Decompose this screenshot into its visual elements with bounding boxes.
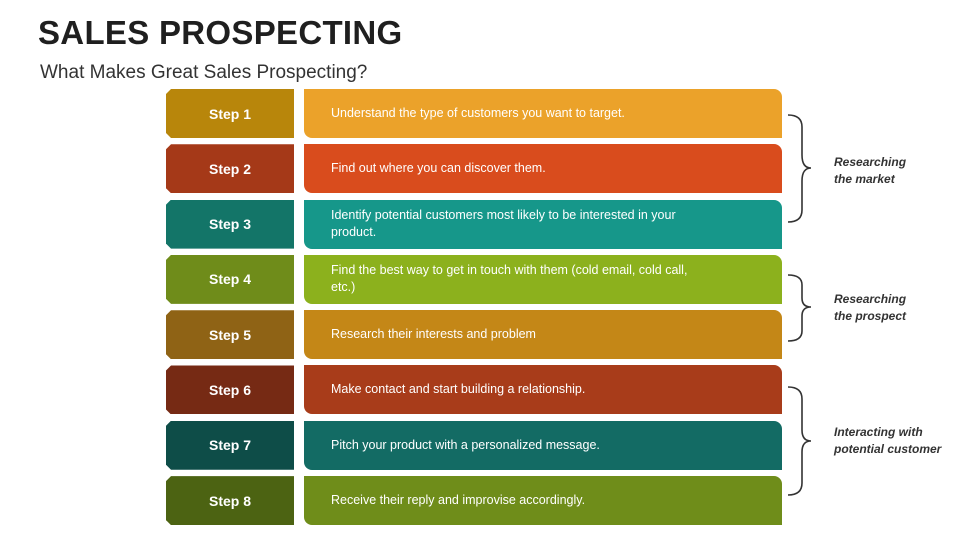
step-tab-5: Step 5 bbox=[166, 310, 294, 359]
group-label-interacting-customer: Interacting with potential customer bbox=[834, 425, 942, 456]
page-subtitle: What Makes Great Sales Prospecting? bbox=[40, 62, 368, 83]
step-description-6: Make contact and start building a relati… bbox=[304, 365, 782, 415]
step-row-8: Step 8 Receive their reply and improvise… bbox=[166, 476, 786, 526]
step-description-2: Find out where you can discover them. bbox=[304, 144, 782, 194]
step-row-5: Step 5 Research their interests and prob… bbox=[166, 310, 786, 360]
step-text-2: Find out where you can discover them. bbox=[331, 161, 546, 176]
step-description-3: Identify potential customers most likely… bbox=[304, 199, 782, 249]
step-text-1: Understand the type of customers you wan… bbox=[331, 106, 625, 120]
group-label-researching-prospect: Researching the prospect bbox=[834, 292, 907, 323]
step-description-1: Understand the type of customers you wan… bbox=[304, 89, 782, 138]
brace-researching-prospect bbox=[787, 274, 812, 342]
brace-researching-market bbox=[787, 114, 812, 223]
brace-interacting-customer bbox=[787, 386, 812, 496]
step-row-4: Step 4 Find the best way to get in touch… bbox=[166, 254, 786, 304]
step-row-6: Step 6 Make contact and start building a… bbox=[166, 365, 786, 415]
group-braces bbox=[787, 114, 812, 496]
page-title: SALES PROSPECTING bbox=[38, 14, 403, 51]
step-text-6: Make contact and start building a relati… bbox=[331, 382, 586, 397]
step-tab-1: Step 1 bbox=[166, 89, 294, 138]
step-text-5: Research their interests and problem bbox=[331, 327, 536, 342]
step-description-4: Find the best way to get in touch with t… bbox=[304, 254, 782, 304]
step-text-4: Find the best way to get in touch with t… bbox=[331, 263, 688, 295]
step-description-7: Pitch your product with a personalized m… bbox=[304, 420, 782, 470]
step-tab-8: Step 8 bbox=[166, 476, 294, 525]
step-row-1: Step 1 Understand the type of customers … bbox=[166, 89, 786, 138]
step-row-7: Step 7 Pitch your product with a persona… bbox=[166, 420, 786, 470]
step-text-3: Identify potential customers most likely… bbox=[331, 208, 676, 240]
steps-list: Step 1 Understand the type of customers … bbox=[166, 89, 786, 531]
step-tab-7: Step 7 bbox=[166, 421, 294, 470]
step-tab-2: Step 2 bbox=[166, 144, 294, 193]
step-description-5: Research their interests and problem bbox=[304, 310, 782, 360]
step-text-7: Pitch your product with a personalized m… bbox=[331, 437, 600, 452]
step-tab-6: Step 6 bbox=[166, 365, 294, 414]
step-tab-4: Step 4 bbox=[166, 255, 294, 304]
step-row-2: Step 2 Find out where you can discover t… bbox=[166, 144, 786, 194]
step-description-8: Receive their reply and improvise accord… bbox=[304, 476, 782, 526]
step-text-8: Receive their reply and improvise accord… bbox=[331, 493, 586, 508]
group-label-researching-market: Researching the market bbox=[834, 155, 907, 186]
step-row-3: Step 3 Identify potential customers most… bbox=[166, 199, 786, 249]
step-tab-3: Step 3 bbox=[166, 200, 294, 249]
